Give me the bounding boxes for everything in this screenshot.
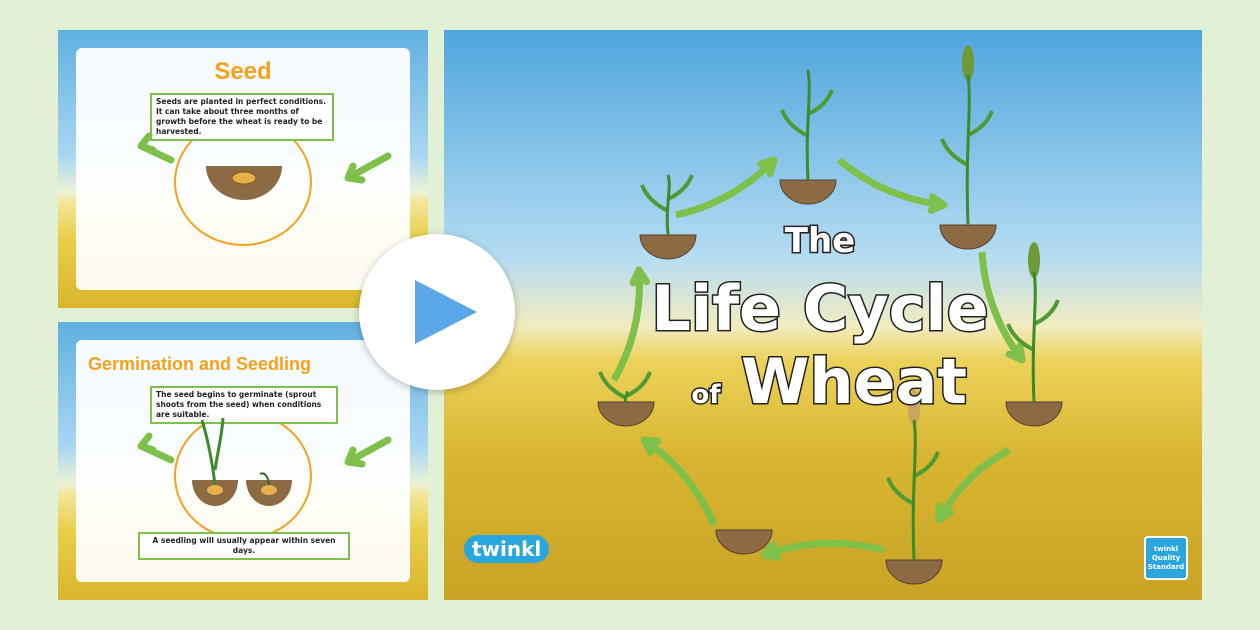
cycle-arrow (978, 251, 1025, 363)
soil-pot (885, 559, 943, 585)
seedling-illustration (137, 417, 392, 506)
wheat-stem (665, 174, 671, 236)
soil-pot (779, 179, 837, 205)
wheat-leaf (886, 451, 940, 506)
slide-text-box: The seed begins to germinate (sprout sho… (150, 386, 338, 424)
cycle-arrow-head (927, 193, 948, 214)
title-of: of (691, 380, 721, 410)
cycle-arrow (836, 157, 945, 209)
twinkl-logo: twinkl (464, 535, 550, 563)
wheat-leaf (640, 174, 694, 213)
cycle-arrow (610, 269, 643, 382)
cycle-arrow (675, 157, 777, 219)
slide-thumbnail-seed[interactable]: Seed Seeds are planted in perfect condit… (58, 30, 428, 308)
title-wheat: Wheat (741, 345, 967, 418)
seed-illustration (137, 132, 392, 200)
slide-text-box: Seeds are planted in perfect conditions.… (150, 93, 334, 141)
wheat-ear (1028, 242, 1040, 278)
soil-pot (639, 234, 697, 260)
main-slide-preview[interactable]: The Life Cycle of Wheat twinkl twinkl Qu… (444, 30, 1202, 600)
soil-pot (1005, 401, 1063, 427)
wheat-stem (623, 390, 629, 403)
slide-title: Seed (214, 58, 272, 85)
wheat-stem (805, 69, 811, 181)
soil-pot (939, 224, 997, 250)
sky-field-background (444, 30, 1202, 600)
cycle-arrow-head (757, 156, 778, 178)
cycle-arrow-head (1005, 342, 1026, 364)
slide-card: Seed Seeds are planted in perfect condit… (76, 48, 410, 290)
wheat-leaf (780, 89, 834, 138)
play-icon (415, 280, 477, 344)
life-cycle-diagram: The Life Cycle of Wheat (597, 45, 1063, 585)
play-button[interactable] (359, 234, 515, 390)
quality-badge: twinkl Quality Standard (1144, 536, 1188, 580)
cycle-arrow-head (935, 502, 955, 524)
wheat-stem (1031, 271, 1037, 403)
cycle-arrow (762, 539, 885, 559)
slide-footer-text: A seedling will usually appear within se… (138, 532, 350, 560)
soil-pot (597, 401, 655, 427)
cycle-arrow (935, 446, 1011, 522)
slide-title: Germination and Seedling (88, 354, 312, 374)
slide-card: Germination and Seedling The seed begins… (76, 340, 410, 582)
wheat-leaf (1006, 299, 1060, 352)
quality-badge-text: twinkl Quality Standard (1147, 544, 1185, 571)
title-the: The (785, 221, 855, 261)
cycle-arrow-head (760, 541, 782, 561)
cycle-arrow-head (640, 436, 662, 456)
cycle-arrow-head (629, 266, 651, 287)
slide-thumbnail-germination[interactable]: Germination and Seedling The seed begins… (58, 322, 428, 600)
wheat-leaf (598, 371, 652, 400)
wheat-stem (965, 74, 971, 226)
wheat-leaf (940, 110, 994, 167)
wheat-ear (962, 45, 974, 81)
wheat-ear (908, 390, 920, 426)
wheat-stem (911, 419, 917, 561)
cycle-arrow (642, 437, 718, 527)
soil-pot (715, 529, 773, 555)
title-life-cycle: Life Cycle (651, 272, 988, 345)
